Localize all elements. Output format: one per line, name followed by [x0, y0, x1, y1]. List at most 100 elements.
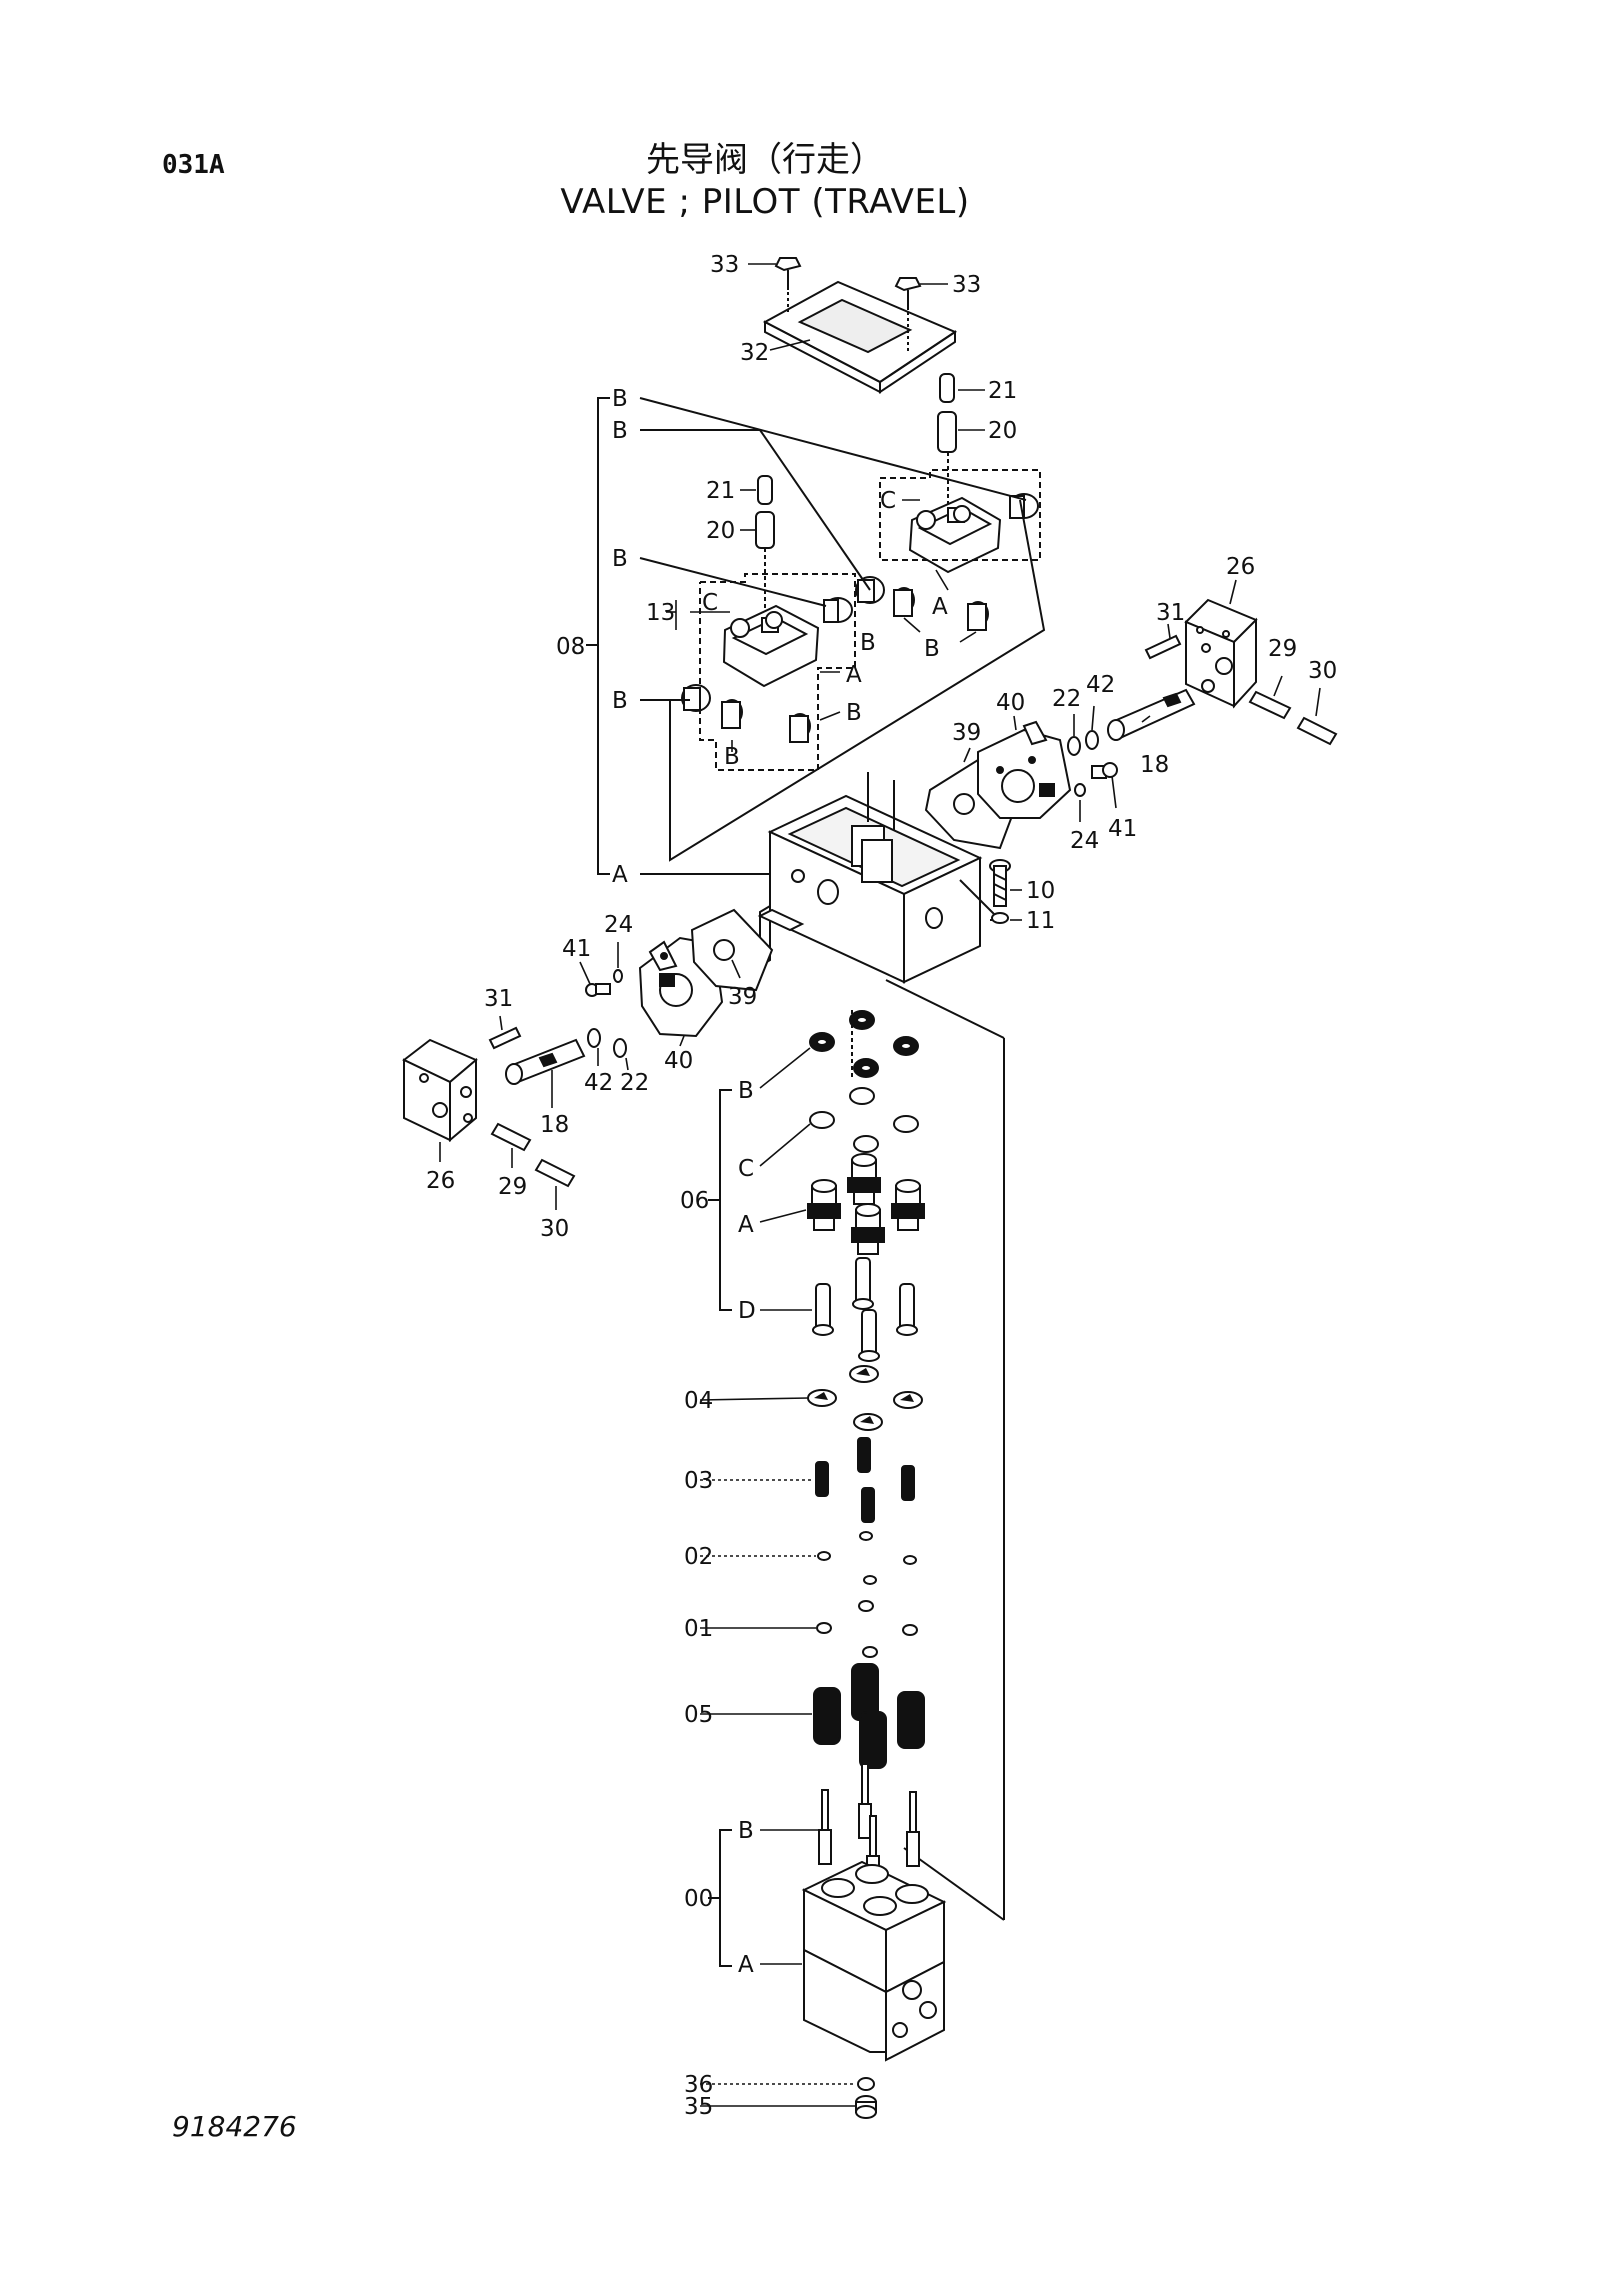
callout-31-right: 31 [1156, 600, 1185, 626]
washers-04 [807, 1365, 923, 1431]
callout-20-upper: 20 [988, 418, 1017, 444]
callout-26-right: 26 [1226, 554, 1255, 580]
springs-05 [813, 1663, 925, 1769]
washers-01 [816, 1600, 918, 1658]
callout-A-lower: A [846, 662, 862, 688]
callout-B-5: B [924, 636, 940, 662]
pin-29-left [490, 1122, 532, 1152]
callout-A-body: A [612, 862, 628, 888]
callout-24-left: 24 [604, 912, 633, 938]
bolt-10 [989, 859, 1011, 907]
document-number: 9184276 [172, 2110, 297, 2143]
casing-00A [801, 1860, 947, 2062]
cover-plate-32 [762, 280, 958, 394]
callout-C-lower: C [702, 590, 718, 616]
pin-29-right [1248, 690, 1292, 720]
callout-B-4: B [860, 630, 876, 656]
o-ring-22-left [613, 1038, 627, 1058]
callout-01: 01 [684, 1616, 713, 1642]
callout-B-8: B [724, 744, 740, 770]
callout-18-left: 18 [540, 1112, 569, 1138]
bolt-33-right [894, 277, 922, 310]
callout-06: 06 [680, 1188, 709, 1214]
callout-41-right: 41 [1108, 816, 1137, 842]
callout-22-right: 22 [1052, 686, 1081, 712]
callout-21-left: 21 [706, 478, 735, 504]
callout-39-right: 39 [952, 720, 981, 746]
washer-24-left [613, 969, 623, 983]
callout-A-upper: A [932, 594, 948, 620]
callout-31-left: 31 [484, 986, 513, 1012]
callout-30-left: 30 [540, 1216, 569, 1242]
pin-20-upper [937, 411, 957, 453]
callout-29-right: 29 [1268, 636, 1297, 662]
callout-A-06: A [738, 1212, 754, 1238]
cover-40-right [977, 720, 1072, 819]
callout-13: 13 [646, 600, 675, 626]
callout-05: 05 [684, 1702, 713, 1728]
bolt-41-right [1091, 762, 1118, 779]
pin-30-right [1296, 716, 1338, 746]
o-rings-06C [809, 1087, 919, 1153]
callout-41-left: 41 [562, 936, 591, 962]
pin-31-left [488, 1026, 522, 1050]
pin-31-right [1144, 634, 1182, 660]
callout-36: 36 [684, 2072, 713, 2098]
valve-body [757, 772, 983, 984]
callout-29-left: 29 [498, 1174, 527, 1200]
callout-B-6: B [612, 688, 628, 714]
block-26-right [1184, 598, 1258, 709]
plugs-06A [807, 1153, 925, 1255]
callout-40-left: 40 [664, 1048, 693, 1074]
shaft-18-left [505, 1038, 586, 1085]
callout-03: 03 [684, 1468, 713, 1494]
callout-33-left: 33 [710, 252, 739, 278]
callout-10: 10 [1026, 878, 1055, 904]
o-ring-42-right [1085, 730, 1099, 750]
callout-B-00: B [738, 1818, 754, 1844]
callout-00: 00 [684, 1886, 713, 1912]
callout-D-06: D [738, 1298, 756, 1324]
callout-30-right: 30 [1308, 658, 1337, 684]
o-ring-22-right [1067, 736, 1081, 756]
callout-21-upper: 21 [988, 378, 1017, 404]
seals-06B [809, 1010, 919, 1078]
page-code: 031A [162, 150, 225, 180]
callout-B-06: B [738, 1078, 754, 1104]
callout-04: 04 [684, 1388, 713, 1414]
bolt-33-left [774, 257, 802, 290]
o-ring-36 [857, 2077, 875, 2091]
callout-26-left: 26 [426, 1168, 455, 1194]
callout-42-right: 42 [1086, 672, 1115, 698]
callout-39-left: 39 [728, 984, 757, 1010]
spacers-02 [817, 1531, 917, 1585]
cam-assembly-left [681, 597, 853, 743]
washer-24-right [1074, 783, 1086, 797]
pushers-06D [812, 1257, 918, 1362]
callout-C-06: C [738, 1156, 754, 1182]
callout-33-right: 33 [952, 272, 981, 298]
plug-35 [855, 2095, 877, 2119]
pin-21-upper [939, 373, 955, 403]
title-english: VALVE ; PILOT (TRAVEL) [560, 182, 970, 222]
pin-20-left [755, 511, 775, 549]
title-chinese: 先导阀（行走） [646, 140, 884, 180]
callout-18-right: 18 [1140, 752, 1169, 778]
callout-02: 02 [684, 1544, 713, 1570]
washer-11 [991, 912, 1009, 924]
callout-40-right: 40 [996, 690, 1025, 716]
callout-42-left: 42 [584, 1070, 613, 1096]
o-ring-42-left [587, 1028, 601, 1048]
pin-30-left [534, 1158, 576, 1188]
pin-21-left [757, 475, 773, 505]
callout-35: 35 [684, 2094, 713, 2120]
callout-A-00: A [738, 1952, 754, 1978]
block-26-left [402, 1038, 478, 1143]
shaft-18-right [1107, 688, 1196, 741]
springs-03 [815, 1437, 915, 1523]
callout-B-1: B [612, 386, 628, 412]
callout-B-7: B [846, 700, 862, 726]
callout-22-left: 22 [620, 1070, 649, 1096]
